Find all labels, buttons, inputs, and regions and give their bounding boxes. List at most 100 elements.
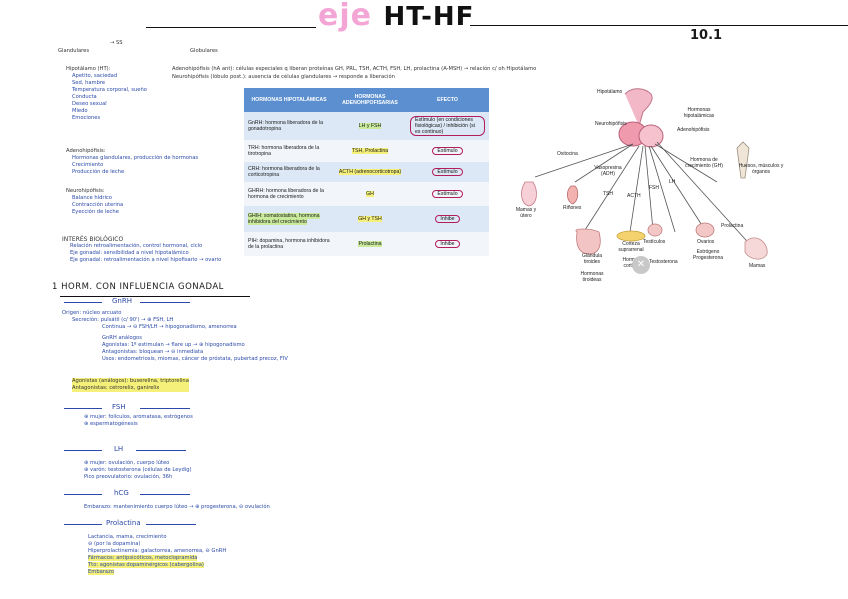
label-huesos: Huesos, músculos y órganos xyxy=(738,163,784,175)
effect-badge: Inhibe xyxy=(435,214,460,224)
heading-fsh: FSH xyxy=(112,403,126,411)
label-estrogeno: Estrógeno Progesterona xyxy=(692,249,724,261)
note-glandulares: Glandulares xyxy=(58,48,90,54)
gnrh-line: GnRH análogos xyxy=(102,335,142,341)
adeno-title: Adenohipófisis: xyxy=(66,148,106,154)
cursor-icon: ✕ xyxy=(632,256,650,274)
agonistas-line: Agonistas (análogos): buserelina, tripto… xyxy=(72,378,189,385)
gnrh-line: Agonistas: 1º estimulan → flare up → ⊕ h… xyxy=(102,342,245,348)
prl-line: ⊖ (por la dopamina) xyxy=(88,541,141,547)
gnrh-line: Continua → ⊖ FSH/LH → hipogonadismo, ame… xyxy=(102,324,237,330)
prolactina-notes: Lactancia, mama, crecimiento ⊖ (por la d… xyxy=(88,534,226,576)
hipotalamo-title: Hipotálamo (HT): xyxy=(66,66,111,72)
divider-fsh xyxy=(64,408,102,409)
ah-value: TSH, Prolactina xyxy=(351,147,389,154)
table-cell: Prolactina xyxy=(334,232,406,256)
label-gh: Hormona de crecimiento (GH) xyxy=(685,157,723,169)
lh-line: ⊕ mujer: ovulación, cuerpo lúteo xyxy=(84,460,170,466)
prl-line: Lactancia, mama, crecimiento xyxy=(88,534,167,540)
gnrh-notes: Origen: núcleo arcuato Secreción: pulsát… xyxy=(62,310,288,363)
ht-value: GHIH: somatostatina, hormona inhibidora … xyxy=(248,212,320,225)
table-cell: PIH: dopamina, hormona inhibidora de la … xyxy=(244,232,334,256)
divider-gnrh xyxy=(64,302,102,303)
fsh-notes: ⊕ mujer: folículos, aromatasa, estrógeno… xyxy=(84,414,193,428)
divider-prolactina xyxy=(64,524,102,525)
hcg-line: Embarazo: mantenimiento cuerpo lúteo → ⊕… xyxy=(84,504,270,510)
label-rinones: Riñones xyxy=(563,205,582,211)
label-oxitocina: Oxitocina xyxy=(557,151,578,157)
prl-highlight: Fármacos: antipsicóticos, metoclopramida xyxy=(88,555,198,561)
divider-lh xyxy=(64,450,102,451)
label-testosterona: Testosterona xyxy=(649,259,678,265)
interes-item: Relación retroalimentación, control horm… xyxy=(70,243,203,249)
table-row: GnRH: hormona liberadora de la gonadotro… xyxy=(244,112,489,140)
prl-highlight: Embarazo xyxy=(88,569,115,575)
ah-value: GH y TSH xyxy=(358,215,382,222)
title-ht-hf: HT-HF xyxy=(383,2,475,32)
table-cell: GnRH: hormona liberadora de la gonadotro… xyxy=(244,112,334,140)
table-cell: ACTH (adrenocorticotropa) xyxy=(334,162,406,182)
interes-item: Eje gonadal: sensibilidad a nivel hipota… xyxy=(70,250,189,256)
note-neurohipofisis: Neurohipófisis (lóbulo post.): ausencia … xyxy=(172,74,395,80)
heading-gnrh: GnRH xyxy=(112,297,132,305)
divider-fsh xyxy=(140,408,190,409)
interes-block: INTERÉS BIOLÓGICO Relación retroalimenta… xyxy=(62,236,221,264)
table-cell: Estímulo xyxy=(406,162,489,182)
gnrh-line: Secreción: pulsátil (c/ 90') → ⊕ FSH, LH xyxy=(72,317,174,323)
label-fsh: FSH xyxy=(649,185,659,191)
table-row: CRH: hormona liberadora de la corticotro… xyxy=(244,162,489,182)
effect-badge: Estímulo (en condiciones fisiológicas) /… xyxy=(410,115,485,137)
table-header: HORMONAS HIPOTALÁMICAS xyxy=(244,88,334,112)
table-row: GHIH: somatostatina, hormona inhibidora … xyxy=(244,206,489,232)
gnrh-line: Antagonistas: bloquean → ⊖ inmediata xyxy=(102,349,204,355)
ah-value: Prolactina xyxy=(358,240,382,247)
table-cell: TRH: hormona liberadora de la tirotropin… xyxy=(244,140,334,162)
prl-line: Fármacos: antipsicóticos, metoclopramida xyxy=(88,555,226,562)
table-cell: TSH, Prolactina xyxy=(334,140,406,162)
adeno-block: Adenohipófisis: Hormonas glandulares, pr… xyxy=(66,148,198,176)
label-hormonas-hipotalamicas: Hormonas hipotalámicas xyxy=(683,107,715,119)
label-acth: ACTH xyxy=(627,193,641,199)
label-hipotalamo: Hipotálamo xyxy=(597,89,623,95)
hipotalamo-item: Apetito, saciedad xyxy=(72,73,118,79)
gnrh-line: Usos: endometriosis, miomas, cáncer de p… xyxy=(102,356,288,362)
label-testiculos: Testículos xyxy=(643,239,666,245)
label-neurohipofisis: Neurohipófisis xyxy=(595,121,627,127)
fsh-line: ⊕ espermatogénesis xyxy=(84,421,138,427)
label-glandula-tiroides: Glándula tiroides xyxy=(581,253,602,265)
table-cell: GHIH: somatostatina, hormona inhibidora … xyxy=(244,206,334,232)
page-number: 10.1 xyxy=(690,28,723,43)
table-cell: Inhibe xyxy=(406,206,489,232)
label-vasopresina: Vasopresina (ADH) xyxy=(594,165,622,177)
label-lh: LH xyxy=(669,179,676,185)
label-corteza: Corteza suprarrenal xyxy=(618,241,644,253)
prl-highlight: Tto: agonistas dopaminérgicos (cabergoli… xyxy=(88,562,204,568)
lh-line: ⊕ varón: testosterona (células de Leydig… xyxy=(84,467,192,473)
table-cell: Estímulo (en condiciones fisiológicas) /… xyxy=(406,112,489,140)
table-cell: Estímulo xyxy=(406,140,489,162)
divider-prolactina xyxy=(146,524,196,525)
divider-hcg xyxy=(140,494,190,495)
hcg-notes: Embarazo: mantenimiento cuerpo lúteo → ⊕… xyxy=(84,504,270,511)
divider-gnrh xyxy=(140,302,190,303)
note-adenohipofisis: Adenohipófisis (hA ant): células especia… xyxy=(172,66,537,72)
section-underline xyxy=(60,296,250,297)
table-header: HORMONAS ADENOHIPOFISARIAS xyxy=(334,88,406,112)
table-cell: CRH: hormona liberadora de la corticotro… xyxy=(244,162,334,182)
neuro-item: Contracción uterina xyxy=(72,202,124,208)
adeno-item: Crecimiento xyxy=(72,162,104,168)
title-eje: eje xyxy=(318,0,372,33)
table-cell: GHRH: hormona liberadora de la hormona d… xyxy=(244,182,334,206)
divider-hcg xyxy=(64,494,102,495)
hipotalamo-item: Temperatura corporal, sueño xyxy=(72,87,147,93)
fsh-line: ⊕ mujer: folículos, aromatasa, estrógeno… xyxy=(84,414,193,420)
adeno-item: Hormonas glandulares, producción de horm… xyxy=(72,155,199,161)
divider-lh xyxy=(136,450,186,451)
table-cell: LH y FSH xyxy=(334,112,406,140)
prl-line: Tto: agonistas dopaminérgicos (cabergoli… xyxy=(88,562,226,569)
hipotalamo-item: Miedo xyxy=(72,108,88,114)
neuro-item: Balance hídrico xyxy=(72,195,112,201)
hipotalamo-item: Conducta xyxy=(72,94,97,100)
hypophysis-diagram: Hipotálamo Hormonas hipotalámicas Neuroh… xyxy=(505,82,805,292)
interes-title: INTERÉS BIOLÓGICO xyxy=(62,236,124,243)
